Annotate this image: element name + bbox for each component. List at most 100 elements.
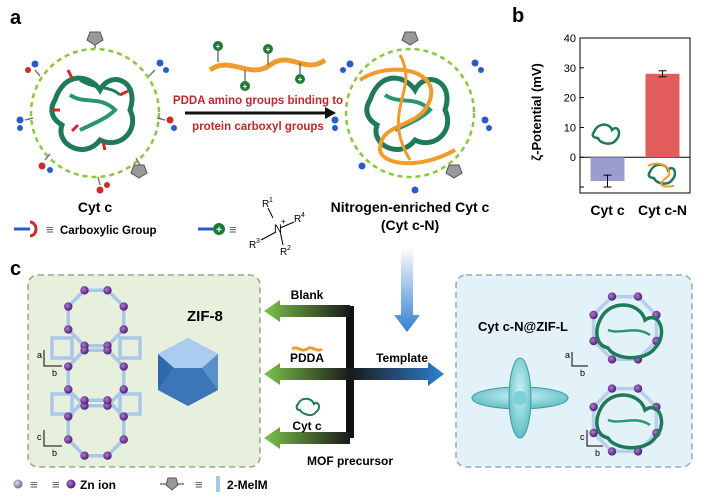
cytc-mini-icon xyxy=(295,397,321,417)
svg-text:b: b xyxy=(52,448,57,458)
arrow-label-line2: protein carboxyl groups xyxy=(192,121,324,133)
lattice-square xyxy=(50,392,74,416)
x-tick-label: Cyt c-N xyxy=(638,202,687,218)
arrow-cytc xyxy=(264,427,350,449)
axis-indicator-cb xyxy=(43,430,62,447)
chart-frame xyxy=(579,37,691,194)
cyt-c-protein-illustration xyxy=(29,47,161,179)
svg-text:+: + xyxy=(281,217,286,226)
zn-node xyxy=(80,286,89,295)
zn-node xyxy=(589,336,598,346)
zn-node xyxy=(119,302,128,311)
y-tick-label: 30 xyxy=(564,63,576,75)
zn-node xyxy=(607,384,617,393)
label-cytc: Cyt c xyxy=(292,419,322,433)
zn-node xyxy=(103,451,112,460)
pdda-polymer-illustration: + + + + xyxy=(208,41,327,91)
svg-text:+: + xyxy=(216,225,222,236)
zn-node xyxy=(607,447,617,456)
zn-node xyxy=(119,435,128,444)
y-tick-label: 0 xyxy=(570,152,576,164)
svg-text:+: + xyxy=(243,82,248,91)
pdda-mini-icon xyxy=(291,346,323,352)
zn-ion-legend-label: Zn ion xyxy=(80,478,116,492)
zif8-label: ZIF-8 xyxy=(187,308,223,325)
cyt-c-label: Cyt c xyxy=(78,199,112,215)
zif8-crystal-icon xyxy=(158,338,218,406)
zn-node xyxy=(64,385,73,394)
chart-protein-icons xyxy=(591,123,677,188)
zn-node xyxy=(119,325,128,334)
surface-ligands-left xyxy=(16,31,177,194)
zn-node xyxy=(589,310,598,320)
zn-node xyxy=(633,384,643,393)
x-tick-label: Cyt c xyxy=(590,202,624,218)
ammonium-legend-icon: + xyxy=(198,223,225,236)
svg-text:a: a xyxy=(565,350,570,360)
zn-node xyxy=(64,435,73,444)
svg-text:b: b xyxy=(580,368,585,378)
zn-ion-legend-icons xyxy=(13,479,76,489)
reaction-arrow-head xyxy=(325,107,336,119)
zn-node xyxy=(80,396,89,405)
zn-node xyxy=(589,402,598,412)
zn-node xyxy=(103,346,112,355)
zif-l-protein-overlay xyxy=(595,303,664,450)
zn-node xyxy=(119,412,128,421)
lattice-square xyxy=(50,336,74,360)
zn-node xyxy=(589,428,598,438)
svg-text:b: b xyxy=(595,448,600,458)
label-mof-precursor: MOF precursor xyxy=(307,454,393,468)
svg-text:3: 3 xyxy=(256,238,260,245)
y-tick-label: 40 xyxy=(564,33,576,45)
svg-text:R: R xyxy=(249,240,256,251)
zn-node xyxy=(64,302,73,311)
zif-l-label: Cyt c-N@ZIF-L xyxy=(478,319,568,334)
zn-node xyxy=(119,362,128,371)
carboxyl-legend-equiv: ≡ xyxy=(46,222,54,237)
chart-ylabel: ζ-Potential (mV) xyxy=(529,63,544,161)
axis-indicator-ab xyxy=(43,350,62,367)
panel-label-b: b xyxy=(512,5,524,27)
y-tick-label: 20 xyxy=(564,93,576,105)
svg-text:R: R xyxy=(262,199,269,210)
arrow-template xyxy=(350,362,444,386)
svg-text:≡: ≡ xyxy=(30,477,38,492)
svg-text:2: 2 xyxy=(287,245,291,252)
zn-node xyxy=(633,292,643,301)
zn-node xyxy=(80,346,89,355)
zif8-panel xyxy=(27,274,261,468)
zn-node xyxy=(103,286,112,295)
svg-text:a: a xyxy=(37,350,42,360)
arrow-label-line1: PDDA amino groups binding to xyxy=(173,95,343,107)
svg-text:1: 1 xyxy=(269,197,273,204)
svg-text:≡: ≡ xyxy=(52,477,60,492)
quaternary-ammonium-structure: N + R 1 R 3 R 2 R 4 xyxy=(249,197,305,258)
zif-l-leaf-crystal xyxy=(471,357,569,439)
panel-label-a: a xyxy=(10,7,22,29)
zn-node xyxy=(607,292,617,301)
svg-text:N: N xyxy=(274,223,282,235)
carboxyl-legend-icon xyxy=(14,220,38,238)
label-blank: Blank xyxy=(291,288,324,302)
melm-legend-icon xyxy=(160,476,220,492)
svg-text:c: c xyxy=(580,432,585,442)
svg-text:+: + xyxy=(298,75,303,84)
surface-ligands-right xyxy=(331,31,492,194)
axis-indicator-cb-right xyxy=(586,430,603,447)
zn-node xyxy=(103,396,112,405)
arrow-down-to-c xyxy=(394,247,420,332)
lattice-square xyxy=(118,336,142,360)
svg-text:+: + xyxy=(266,45,271,54)
svg-text:R: R xyxy=(280,247,287,258)
bar xyxy=(590,157,625,182)
svg-text:+: + xyxy=(216,42,221,51)
zn-node xyxy=(80,451,89,460)
melm-legend-label: 2-MelM xyxy=(227,478,268,492)
y-tick-label: 10 xyxy=(564,122,576,134)
cyt-c-n-protein-illustration xyxy=(344,47,476,179)
carboxyl-legend-label: Carboxylic Group xyxy=(60,225,157,237)
label-pdda: PDDA xyxy=(290,351,324,365)
cyt-c-n-label-line2: (Cyt c-N) xyxy=(381,217,439,233)
panel-label-c: c xyxy=(10,258,21,280)
